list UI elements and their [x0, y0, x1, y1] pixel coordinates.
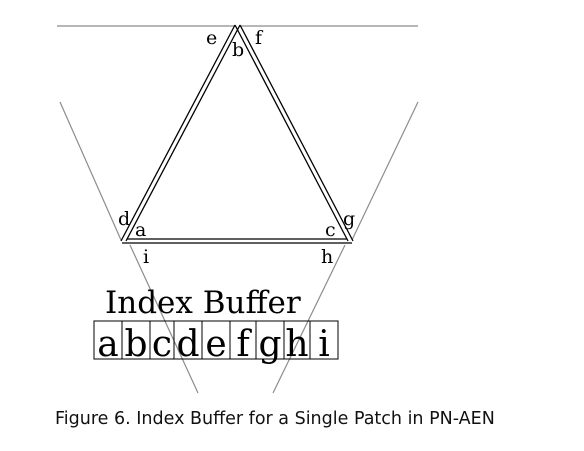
- vertex-label-g: g: [343, 208, 355, 230]
- buffer-cell-letter: d: [176, 324, 199, 365]
- vertex-label-i: i: [143, 246, 149, 268]
- vertex-label-a: a: [135, 219, 146, 241]
- left-edge-inner: [125, 24, 241, 242]
- left-edge-outer: [120, 24, 236, 242]
- index-buffer-title: Index Buffer: [105, 285, 301, 321]
- buffer-cell-letter: f: [236, 324, 252, 365]
- vertex-label-h: h: [321, 246, 333, 268]
- buffer-cell-letter: c: [152, 324, 172, 365]
- right-adjacent-edge: [351, 101, 419, 241]
- buffer-cell-letter: i: [318, 324, 330, 365]
- buffer-cell-letter: b: [124, 324, 147, 365]
- left-adjacent-edge: [59, 101, 122, 241]
- bottom-right-adjacent-edge: [272, 244, 346, 394]
- right-edge-outer: [239, 24, 354, 242]
- bottom-left-adjacent-edge: [129, 244, 199, 394]
- buffer-cell: [309, 320, 339, 360]
- right-edge-inner: [234, 24, 349, 242]
- buffer-cell-letter: e: [205, 324, 226, 365]
- buffer-cell-letter: a: [97, 324, 118, 365]
- vertex-label-f: f: [255, 27, 264, 49]
- vertex-label-d: d: [118, 208, 130, 230]
- buffer-cell-letter: g: [258, 324, 281, 365]
- vertex-labels: e b f d a c g i h: [118, 27, 355, 268]
- vertex-label-e: e: [206, 27, 217, 49]
- patch-triangle: [120, 24, 354, 244]
- buffer-cell-letter: h: [285, 324, 308, 365]
- figure-caption: Figure 6. Index Buffer for a Single Patc…: [55, 409, 495, 429]
- vertex-label-c: c: [325, 219, 336, 241]
- adjacent-edges: [57, 25, 419, 394]
- vertex-label-b: b: [232, 39, 244, 61]
